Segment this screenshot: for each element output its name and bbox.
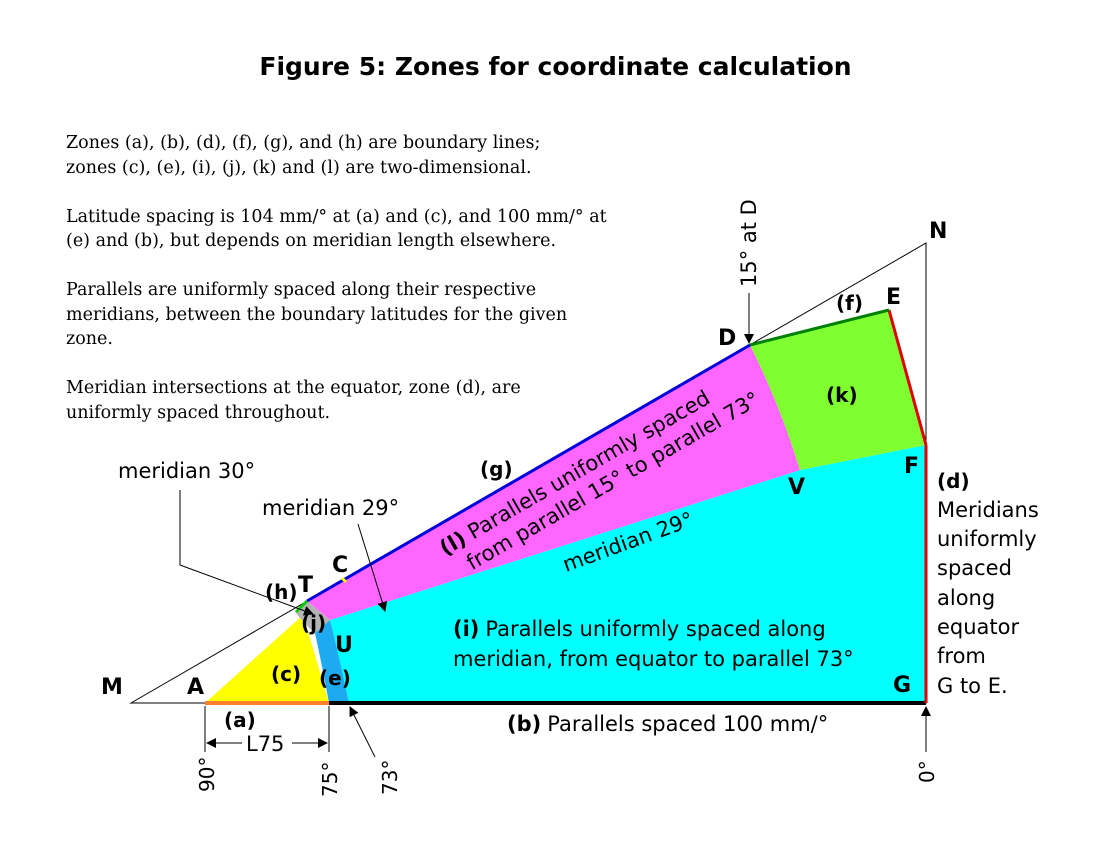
zone-c xyxy=(205,615,329,703)
line-g xyxy=(306,343,751,603)
meridian-30-pointer xyxy=(179,490,314,616)
point-n-label: N xyxy=(929,219,947,244)
svg-text:G to E.: G to E. xyxy=(937,674,1008,698)
meridian-30-label: meridian 30° xyxy=(118,459,255,483)
point-g-label: G xyxy=(893,673,911,698)
tick-75-label: 75° xyxy=(318,762,342,797)
tick-0-label: 0° xyxy=(915,760,939,783)
zone-d-description: Meridians uniformly spaced along equator… xyxy=(937,498,1039,698)
line-d-upper xyxy=(887,309,928,446)
note-latitude-spacing: Latitude spacing is 104 mm/° at (a) and … xyxy=(66,206,607,252)
zone-f-label: (f) xyxy=(836,291,863,315)
zone-l xyxy=(307,345,800,620)
meridian-29-label: meridian 29° xyxy=(262,496,399,520)
tick-73-pointer xyxy=(349,706,376,758)
point-m-label: M xyxy=(101,675,123,700)
meridian-29-pointer xyxy=(357,523,388,612)
zone-e-label: (e) xyxy=(319,666,351,690)
zone-e xyxy=(315,620,349,703)
tick-73-label: 73° xyxy=(378,760,402,795)
zone-h-label: (h) xyxy=(265,580,298,604)
svg-text:Meridians: Meridians xyxy=(937,498,1039,522)
line-f xyxy=(749,308,890,347)
zone-a-label: (a) xyxy=(224,708,256,732)
note-boundary-lines: Zones (a), (b), (d), (f), (g), and (h) a… xyxy=(66,133,541,178)
point-t-label: T xyxy=(298,573,313,598)
notes-text: Zones (a), (b), (d), (f), (g), and (h) a… xyxy=(66,131,666,450)
zone-d-label: (d) xyxy=(937,469,970,493)
zone-k xyxy=(750,310,926,470)
svg-text:equator: equator xyxy=(937,615,1020,639)
point-c-mark xyxy=(340,576,348,584)
note-parallels: Parallels are uniformly spaced along the… xyxy=(66,280,568,349)
fifteen-at-d-label: 15° at D xyxy=(737,199,761,287)
zone-i-description-line2: meridian, from equator to parallel 73° xyxy=(453,647,854,671)
svg-text:uniformly: uniformly xyxy=(937,527,1037,551)
zone-i xyxy=(330,445,926,703)
tick-90-label: 90° xyxy=(195,757,219,792)
point-e-label: E xyxy=(886,285,901,310)
zone-c-label: (c) xyxy=(271,662,301,686)
point-c-label: C xyxy=(332,553,348,578)
note-meridian-intersections: Meridian intersections at the equator, z… xyxy=(66,378,521,423)
svg-text:along: along xyxy=(937,586,995,610)
point-a-label: A xyxy=(187,675,204,700)
zone-j-label: (j) xyxy=(301,611,326,635)
point-u-label: U xyxy=(335,633,353,658)
figure-title: Figure 5: Zones for coordinate calculati… xyxy=(259,52,852,81)
line-h xyxy=(294,599,309,614)
zone-b-description: (b)Parallels spaced 100 mm/° xyxy=(507,712,828,736)
point-f-label: F xyxy=(904,454,919,479)
l75-label: L75 xyxy=(246,732,284,756)
zone-k-label: (k) xyxy=(826,383,858,407)
svg-text:from: from xyxy=(937,644,986,668)
point-d-label: D xyxy=(718,326,736,351)
zone-i-description-line1: (i)Parallels uniformly spaced along xyxy=(453,617,826,641)
zone-g-label: (g) xyxy=(480,457,513,481)
svg-text:spaced: spaced xyxy=(937,556,1012,580)
point-v-label: V xyxy=(788,475,805,500)
